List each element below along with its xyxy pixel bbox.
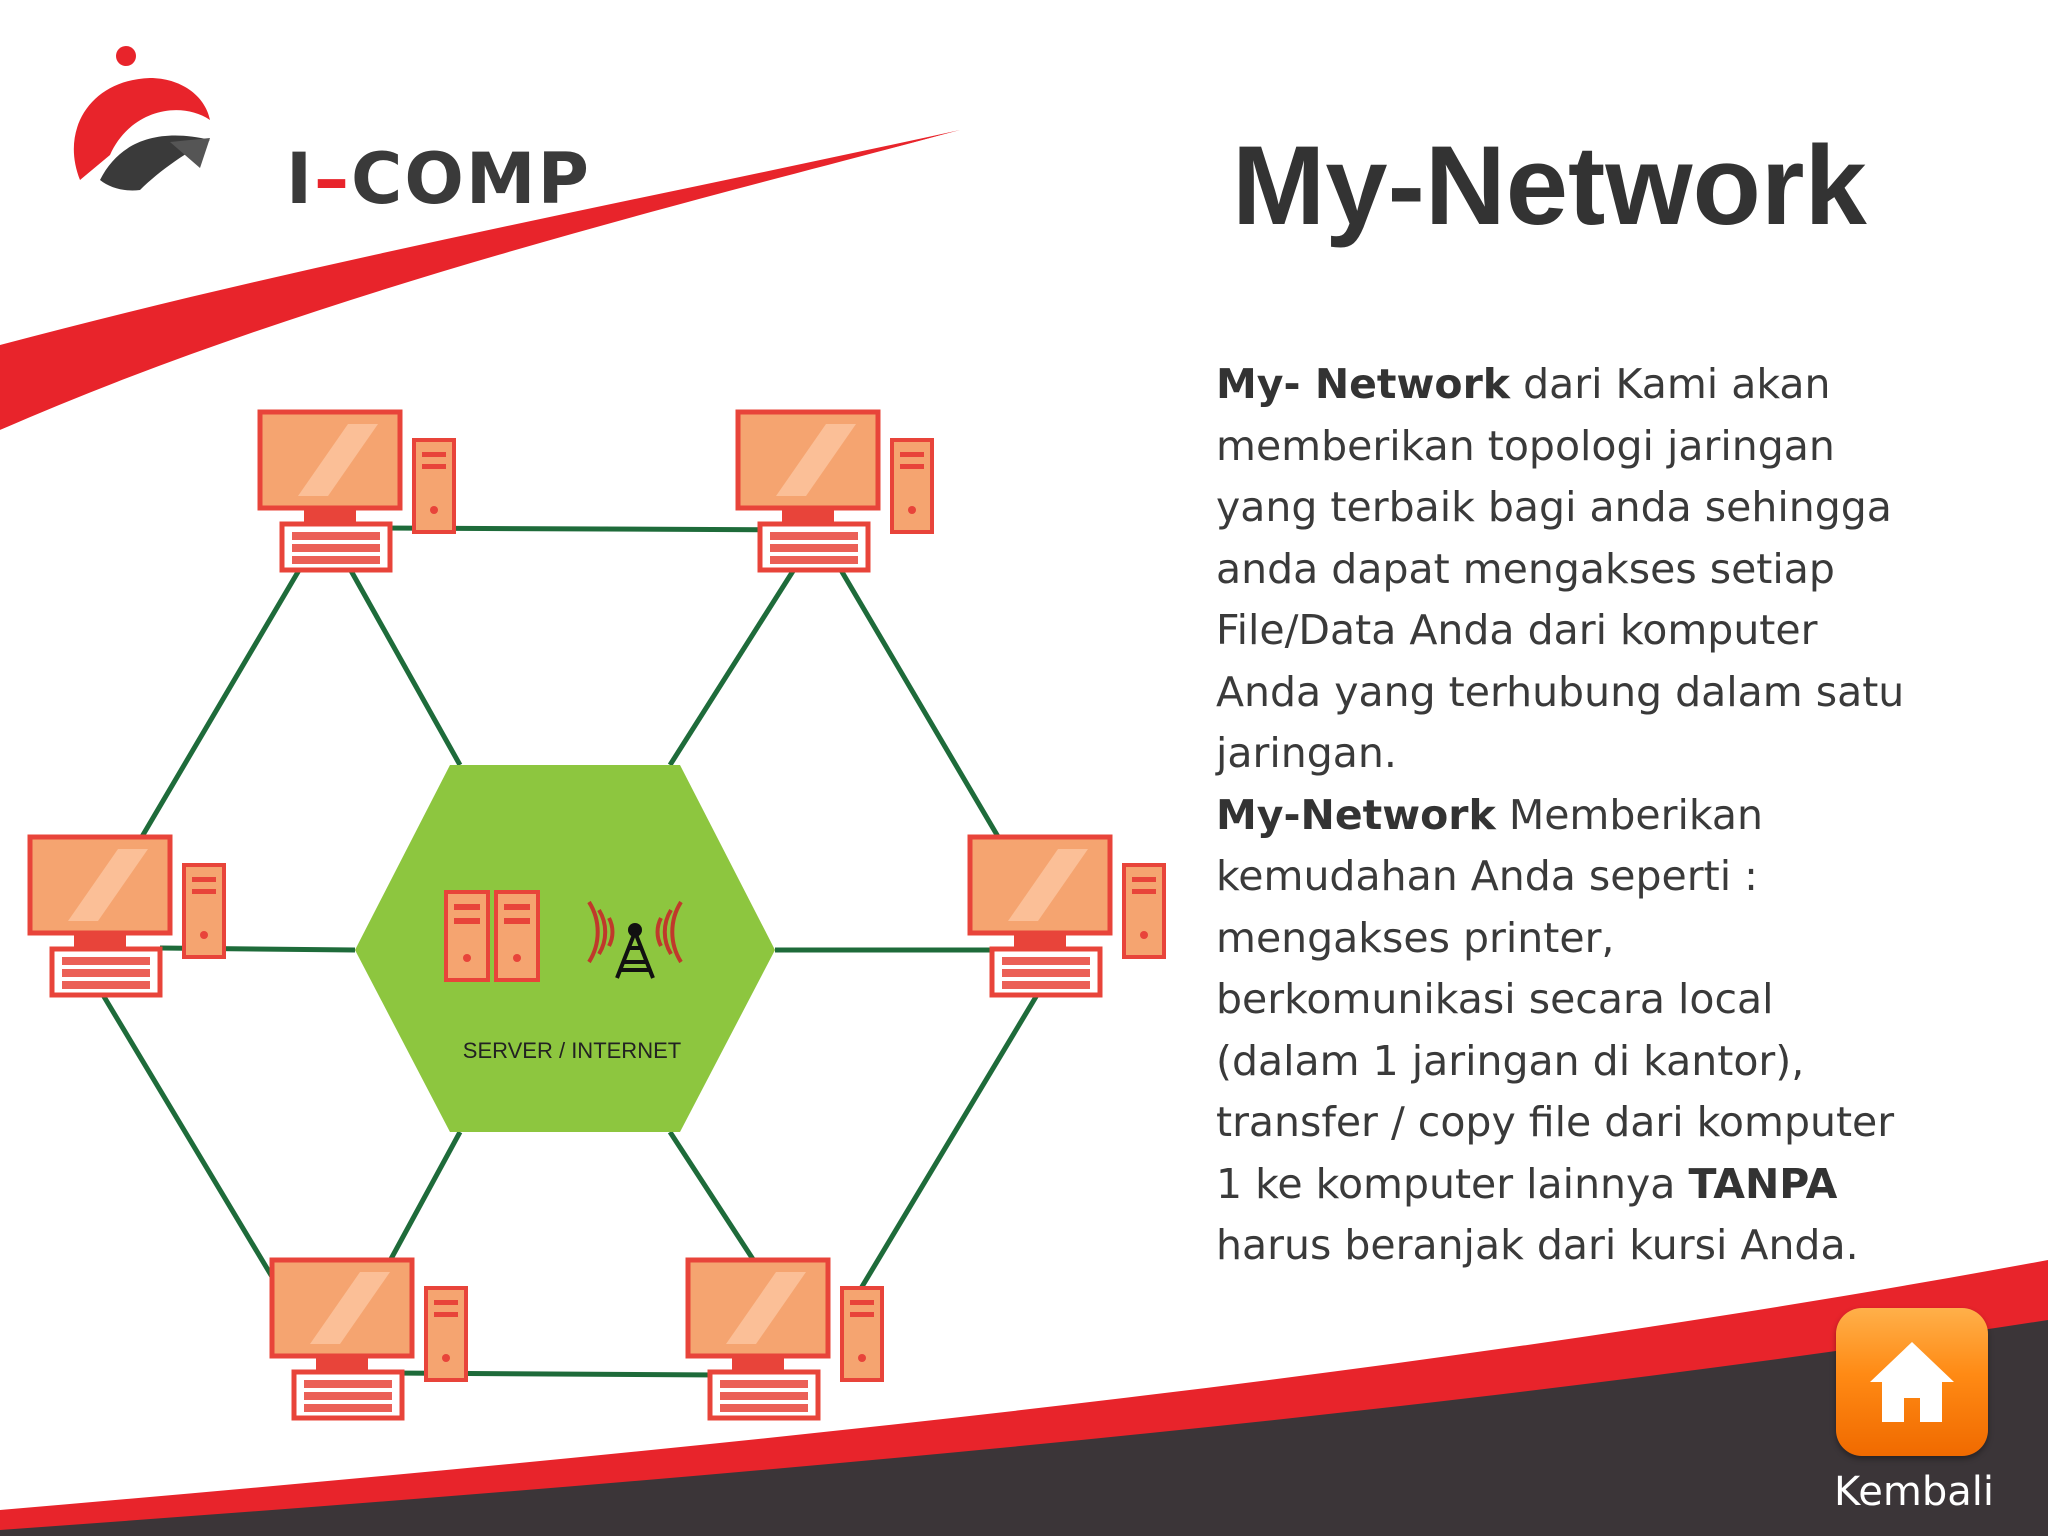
network-link — [832, 558, 1003, 842]
description-paragraph-2: My-Network Memberikan kemudahan Anda sep… — [1216, 785, 1916, 1277]
computer-icon — [967, 834, 1166, 998]
description-p1-text: dari Kami akan memberikan topologi jarin… — [1216, 360, 1905, 777]
logo-text: I–COMP — [286, 144, 591, 214]
network-link — [667, 558, 803, 767]
server-hub-label: SERVER / INTERNET — [463, 1038, 681, 1063]
logo-emblem-icon — [73, 46, 210, 191]
computer-icon — [685, 1257, 884, 1421]
description-p2-text: Memberikan kemudahan Anda seperti : meng… — [1216, 790, 1895, 1208]
computer-icon — [27, 834, 226, 998]
computer-icon — [269, 1257, 468, 1421]
antenna-icon — [587, 900, 683, 979]
network-link — [97, 988, 283, 1292]
logo-text-dash: – — [314, 138, 352, 220]
network-link — [342, 558, 463, 767]
network-diagram: SERVER / INTERNET — [27, 409, 1166, 1421]
description-p2-bold2: TANPA — [1688, 1159, 1838, 1208]
description-p1-bold: My- Network — [1216, 360, 1511, 408]
computer-icon — [257, 409, 456, 573]
network-link — [667, 1130, 763, 1272]
server-icon — [444, 890, 540, 982]
server-hub — [355, 765, 775, 1132]
network-links — [97, 525, 1043, 1378]
logo-text-right: COMP — [351, 138, 591, 220]
home-button-label[interactable]: Kembali — [1834, 1469, 1994, 1515]
home-button[interactable] — [1836, 1308, 1988, 1456]
description: My- Network dari Kami akan memberikan to… — [1216, 354, 1916, 1277]
network-link — [137, 558, 308, 842]
description-p2-bold: My-Network — [1216, 790, 1496, 839]
logo-text-left: I — [286, 138, 315, 220]
home-icon — [1870, 1342, 1954, 1422]
description-paragraph-1: My- Network dari Kami akan memberikan to… — [1216, 354, 1916, 785]
company-logo: I–COMP — [60, 40, 620, 220]
description-p2-text2: harus beranjak dari kursi Anda. — [1216, 1221, 1859, 1269]
computers — [27, 409, 1166, 1421]
network-link — [382, 1130, 463, 1272]
computer-icon — [735, 409, 934, 573]
page-title: My-Network — [1232, 123, 1867, 248]
network-link — [857, 988, 1043, 1292]
